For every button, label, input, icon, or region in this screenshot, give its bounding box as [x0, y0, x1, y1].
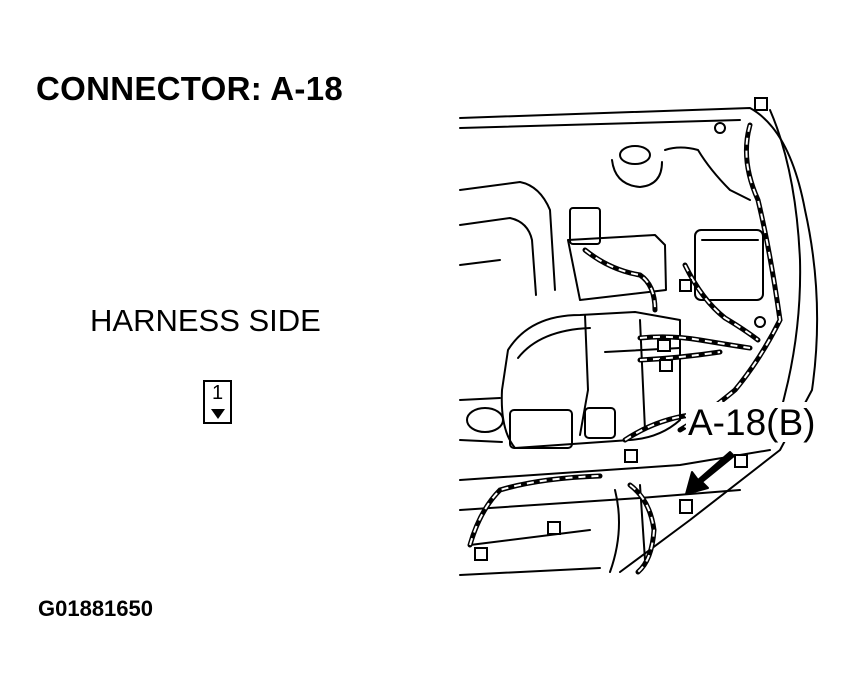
pin-number: 1 — [211, 382, 224, 404]
connector-a18b — [679, 499, 693, 514]
connector-title: CONNECTOR: A-18 — [36, 70, 344, 107]
connector-mid — [679, 279, 692, 292]
ground-bolt — [714, 122, 726, 134]
hood-edge — [459, 119, 741, 129]
connector-left-2 — [659, 359, 673, 372]
strut-cap — [619, 145, 651, 165]
air-cleaner — [500, 311, 681, 449]
fuse-box — [567, 234, 667, 301]
fender-outline — [459, 107, 819, 573]
connector-lower-left — [547, 521, 561, 535]
relay-box — [694, 229, 764, 301]
engine-compartment-diagram: A-18(B) — [440, 90, 850, 580]
fender-inner-line — [769, 109, 802, 421]
connector-pin-icon: 1 — [203, 380, 232, 424]
connector-lower-2 — [734, 454, 748, 468]
connector-bottom-left — [474, 547, 488, 561]
connector-callout-label: A-18(B) — [688, 402, 815, 443]
connector-lower-1 — [624, 449, 638, 463]
locator-arrow-icon — [685, 451, 735, 495]
connector-top-right — [754, 97, 768, 111]
connector-left-1 — [657, 339, 671, 352]
intake-duct-upper — [459, 181, 556, 291]
upper-connector — [569, 207, 601, 245]
figure-code: G01881650 — [38, 596, 153, 621]
pin-lock-arrow-icon — [211, 409, 225, 419]
harness-side-label: HARNESS SIDE — [90, 303, 321, 338]
